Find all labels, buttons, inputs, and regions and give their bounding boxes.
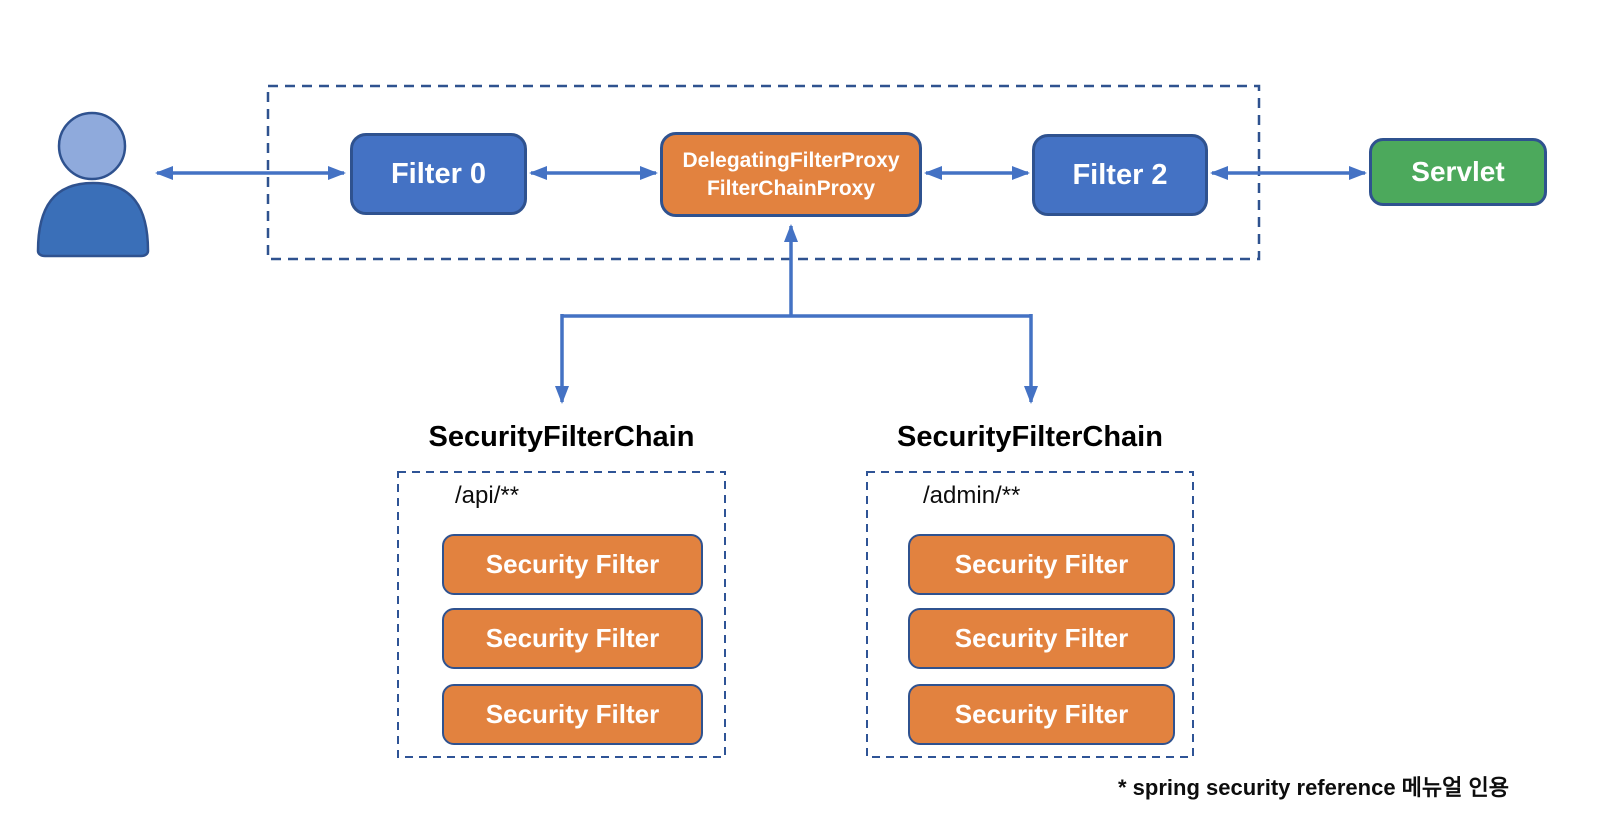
source-caption: * spring security reference 메뉴얼 인용 [1118,775,1509,800]
filter0-node: Filter 0 [350,133,527,215]
admin-chain-pattern: /admin/** [923,482,1021,509]
servlet-node: Servlet [1369,138,1547,206]
user-icon-head [57,111,127,181]
admin-security-filter-2: Security Filter [908,608,1175,669]
api-security-filter-3: Security Filter [442,684,703,745]
admin-security-filter-1: Security Filter [908,534,1175,595]
api-chain-title: SecurityFilterChain [428,421,695,453]
api-security-filter-2: Security Filter [442,608,703,669]
api-chain-boundary [397,471,726,758]
filter0-label: Filter 0 [390,157,487,190]
admin-chain-boundary [866,471,1194,758]
proxy-label-line2: FilterChainProxy [706,176,876,200]
admin-security-filter-3: Security Filter [908,684,1175,745]
filter2-node: Filter 2 [1032,134,1208,216]
delegating-filter-proxy-node: DelegatingFilterProxy FilterChainProxy [660,132,922,217]
admin-chain-title: SecurityFilterChain [897,421,1163,453]
user-icon [36,111,150,258]
user-icon-body [36,181,150,258]
api-security-filter-1: Security Filter [442,534,703,595]
servlet-label: Servlet [1411,156,1505,187]
api-chain-pattern: /api/** [455,482,520,509]
filter2-label: Filter 2 [1072,158,1168,191]
proxy-label-line1: DelegatingFilterProxy [682,148,900,172]
